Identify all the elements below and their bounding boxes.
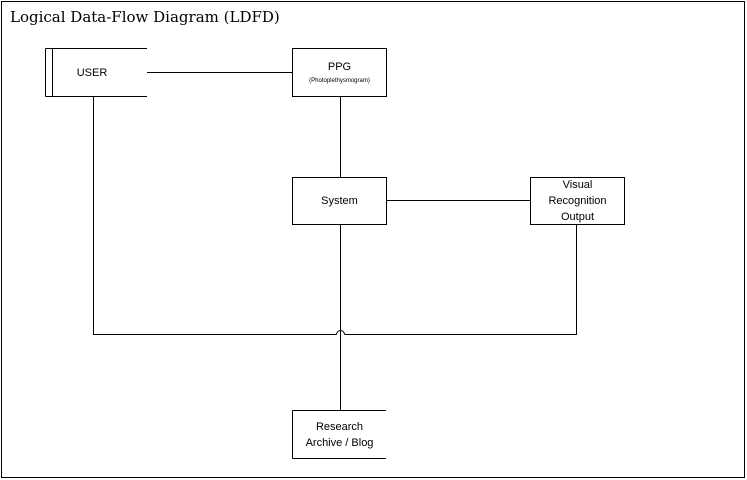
visual-label-wrap: Visual Recognition Output xyxy=(531,178,624,224)
user-to-bus-line xyxy=(93,96,337,335)
archive-label-wrap: Research Archive / Blog xyxy=(293,411,386,458)
user-label: USER xyxy=(76,66,108,79)
ppg-label: PPG xyxy=(327,61,352,73)
user-label-wrap: USER xyxy=(53,49,131,96)
bus-to-visual-line xyxy=(344,224,577,335)
visual-label-line2: Recognition xyxy=(548,195,607,207)
ppg-sublabel: (Photoplethysmogram) xyxy=(309,78,370,84)
archive-label-line1: Research xyxy=(315,420,364,433)
diagram-title: Logical Data-Flow Diagram (LDFD) xyxy=(10,8,280,26)
archive-store xyxy=(292,410,386,459)
user-entity xyxy=(45,48,147,97)
system-label-wrap: System xyxy=(293,178,386,224)
system-label: System xyxy=(321,195,358,207)
visual-label-line3: Output xyxy=(560,211,595,223)
archive-label-line2: Archive / Blog xyxy=(305,436,374,449)
visual-label-line1: Visual xyxy=(562,179,593,191)
ppg-label-wrap: PPG (Photoplethysmogram) xyxy=(293,49,386,96)
